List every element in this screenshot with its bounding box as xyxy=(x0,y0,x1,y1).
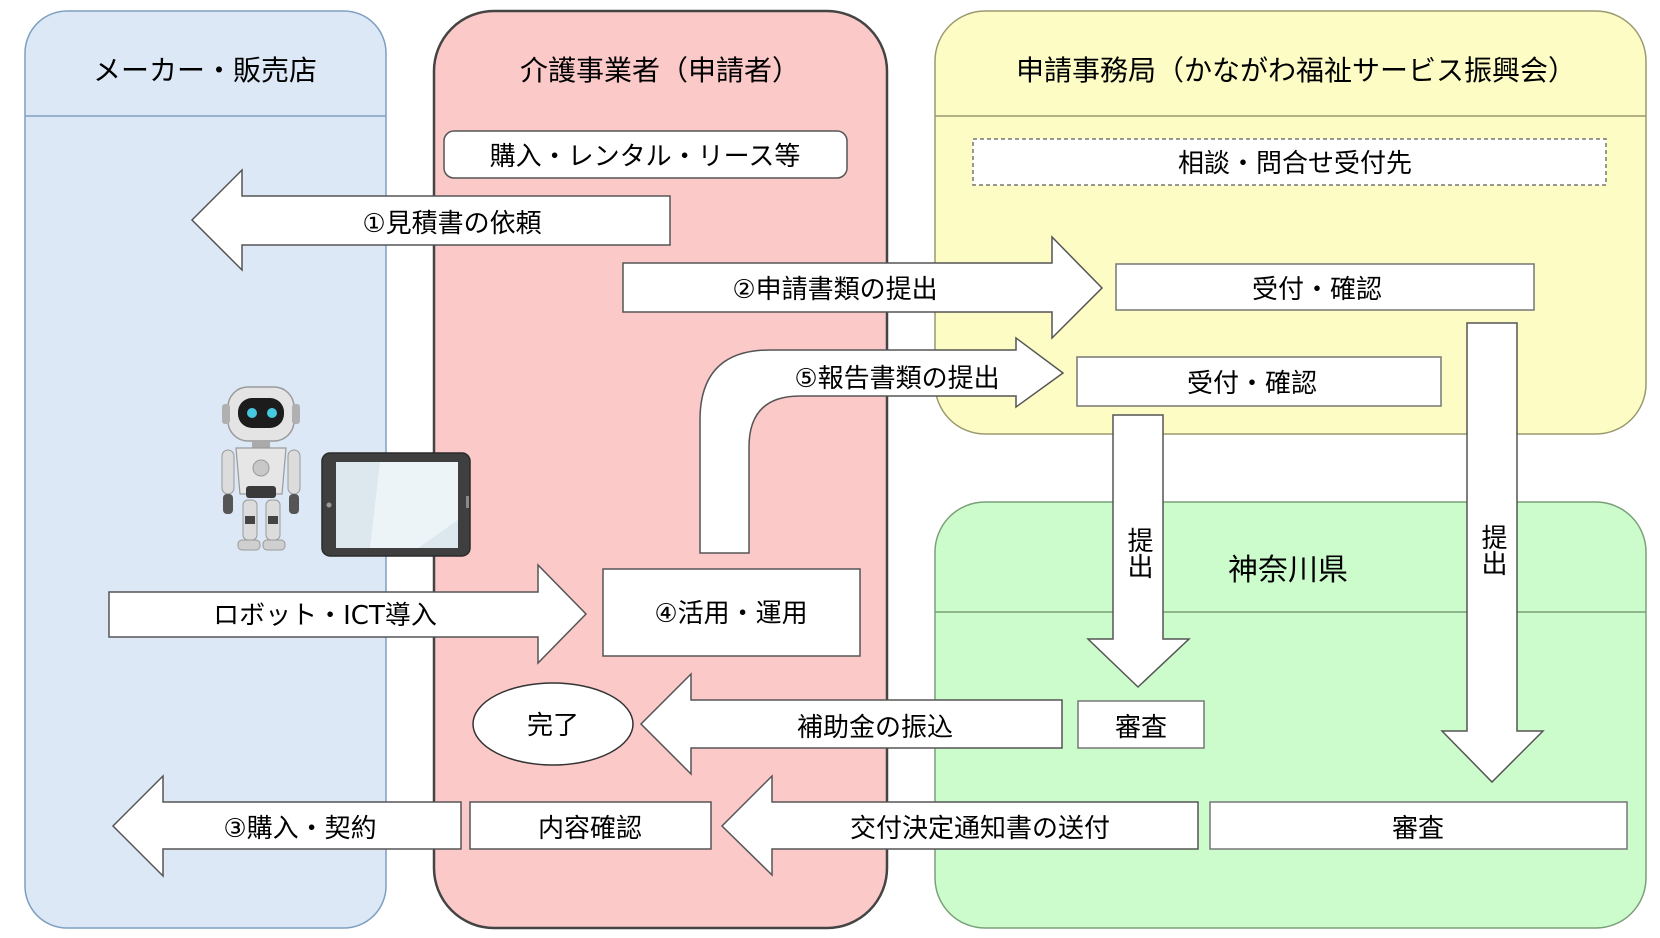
arrow-subsidy-transfer: 補助金の振込 xyxy=(639,672,1063,776)
tablet-icon xyxy=(321,452,471,557)
arrow-application-submit: ②申請書類の提出 xyxy=(622,235,1104,340)
exam-box-bottom: 審査 xyxy=(1209,801,1628,850)
accept-check-label-2: 受付・確認 xyxy=(1187,369,1317,399)
exam-label-small: 審査 xyxy=(1115,713,1167,743)
content-check-label: 内容確認 xyxy=(538,814,642,844)
estimate-request-label: ①見積書の依頼 xyxy=(362,209,541,239)
arrow-grant-notice: 交付決定通知書の送付 xyxy=(720,774,1199,877)
lane-maker-title: メーカー・販売店 xyxy=(93,54,317,87)
robot-ict-label: ロボット・ICT導入 xyxy=(213,601,437,631)
lane-applicant-title: 介護事業者（申請者） xyxy=(520,54,800,87)
consult-box: 相談・問合せ受付先 xyxy=(972,138,1607,186)
use-operate-box: ④活用・運用 xyxy=(602,568,861,657)
submit-label-1: 提出 xyxy=(1123,527,1153,579)
complete-label: 完了 xyxy=(527,711,579,741)
complete-ellipse: 完了 xyxy=(472,682,634,766)
arrow-submit-1: 提出 xyxy=(1086,414,1191,689)
accept-check-box-1: 受付・確認 xyxy=(1115,263,1535,311)
arrow-robot-ict: ロボット・ICT導入 xyxy=(108,563,588,665)
lane-prefecture-title: 神奈川県 xyxy=(1228,553,1348,588)
purchase-rental-label: 購入・レンタル・リース等 xyxy=(490,142,801,172)
lane-office-title: 申請事務局（かながわ福祉サービス振興会） xyxy=(1016,54,1576,87)
robot-icon xyxy=(221,386,301,551)
arrow-report-submit: ⑤報告書類の提出 xyxy=(699,336,1065,554)
grant-notice-label: 交付決定通知書の送付 xyxy=(850,814,1110,844)
report-submit-label: ⑤報告書類の提出 xyxy=(794,364,999,394)
subsidy-transfer-label: 補助金の振込 xyxy=(797,713,953,743)
exam-box-small: 審査 xyxy=(1077,700,1205,749)
arrow-submit-2: 提出 xyxy=(1440,322,1545,784)
application-submit-label: ②申請書類の提出 xyxy=(732,275,937,305)
purchase-contract-label: ③購入・契約 xyxy=(223,814,376,844)
accept-check-label-1: 受付・確認 xyxy=(1252,275,1382,305)
arrow-purchase-contract: ③購入・契約 xyxy=(111,774,462,878)
exam-label-bottom: 審査 xyxy=(1392,814,1444,844)
arrow-estimate-request: ①見積書の依頼 xyxy=(190,168,671,272)
submit-label-2: 提出 xyxy=(1477,524,1507,576)
use-operate-label: ④活用・運用 xyxy=(654,599,807,629)
purchase-rental-box: 購入・レンタル・リース等 xyxy=(443,130,848,179)
consult-label: 相談・問合せ受付先 xyxy=(1178,149,1412,179)
content-check-box: 内容確認 xyxy=(469,801,712,850)
accept-check-box-2: 受付・確認 xyxy=(1076,356,1442,407)
